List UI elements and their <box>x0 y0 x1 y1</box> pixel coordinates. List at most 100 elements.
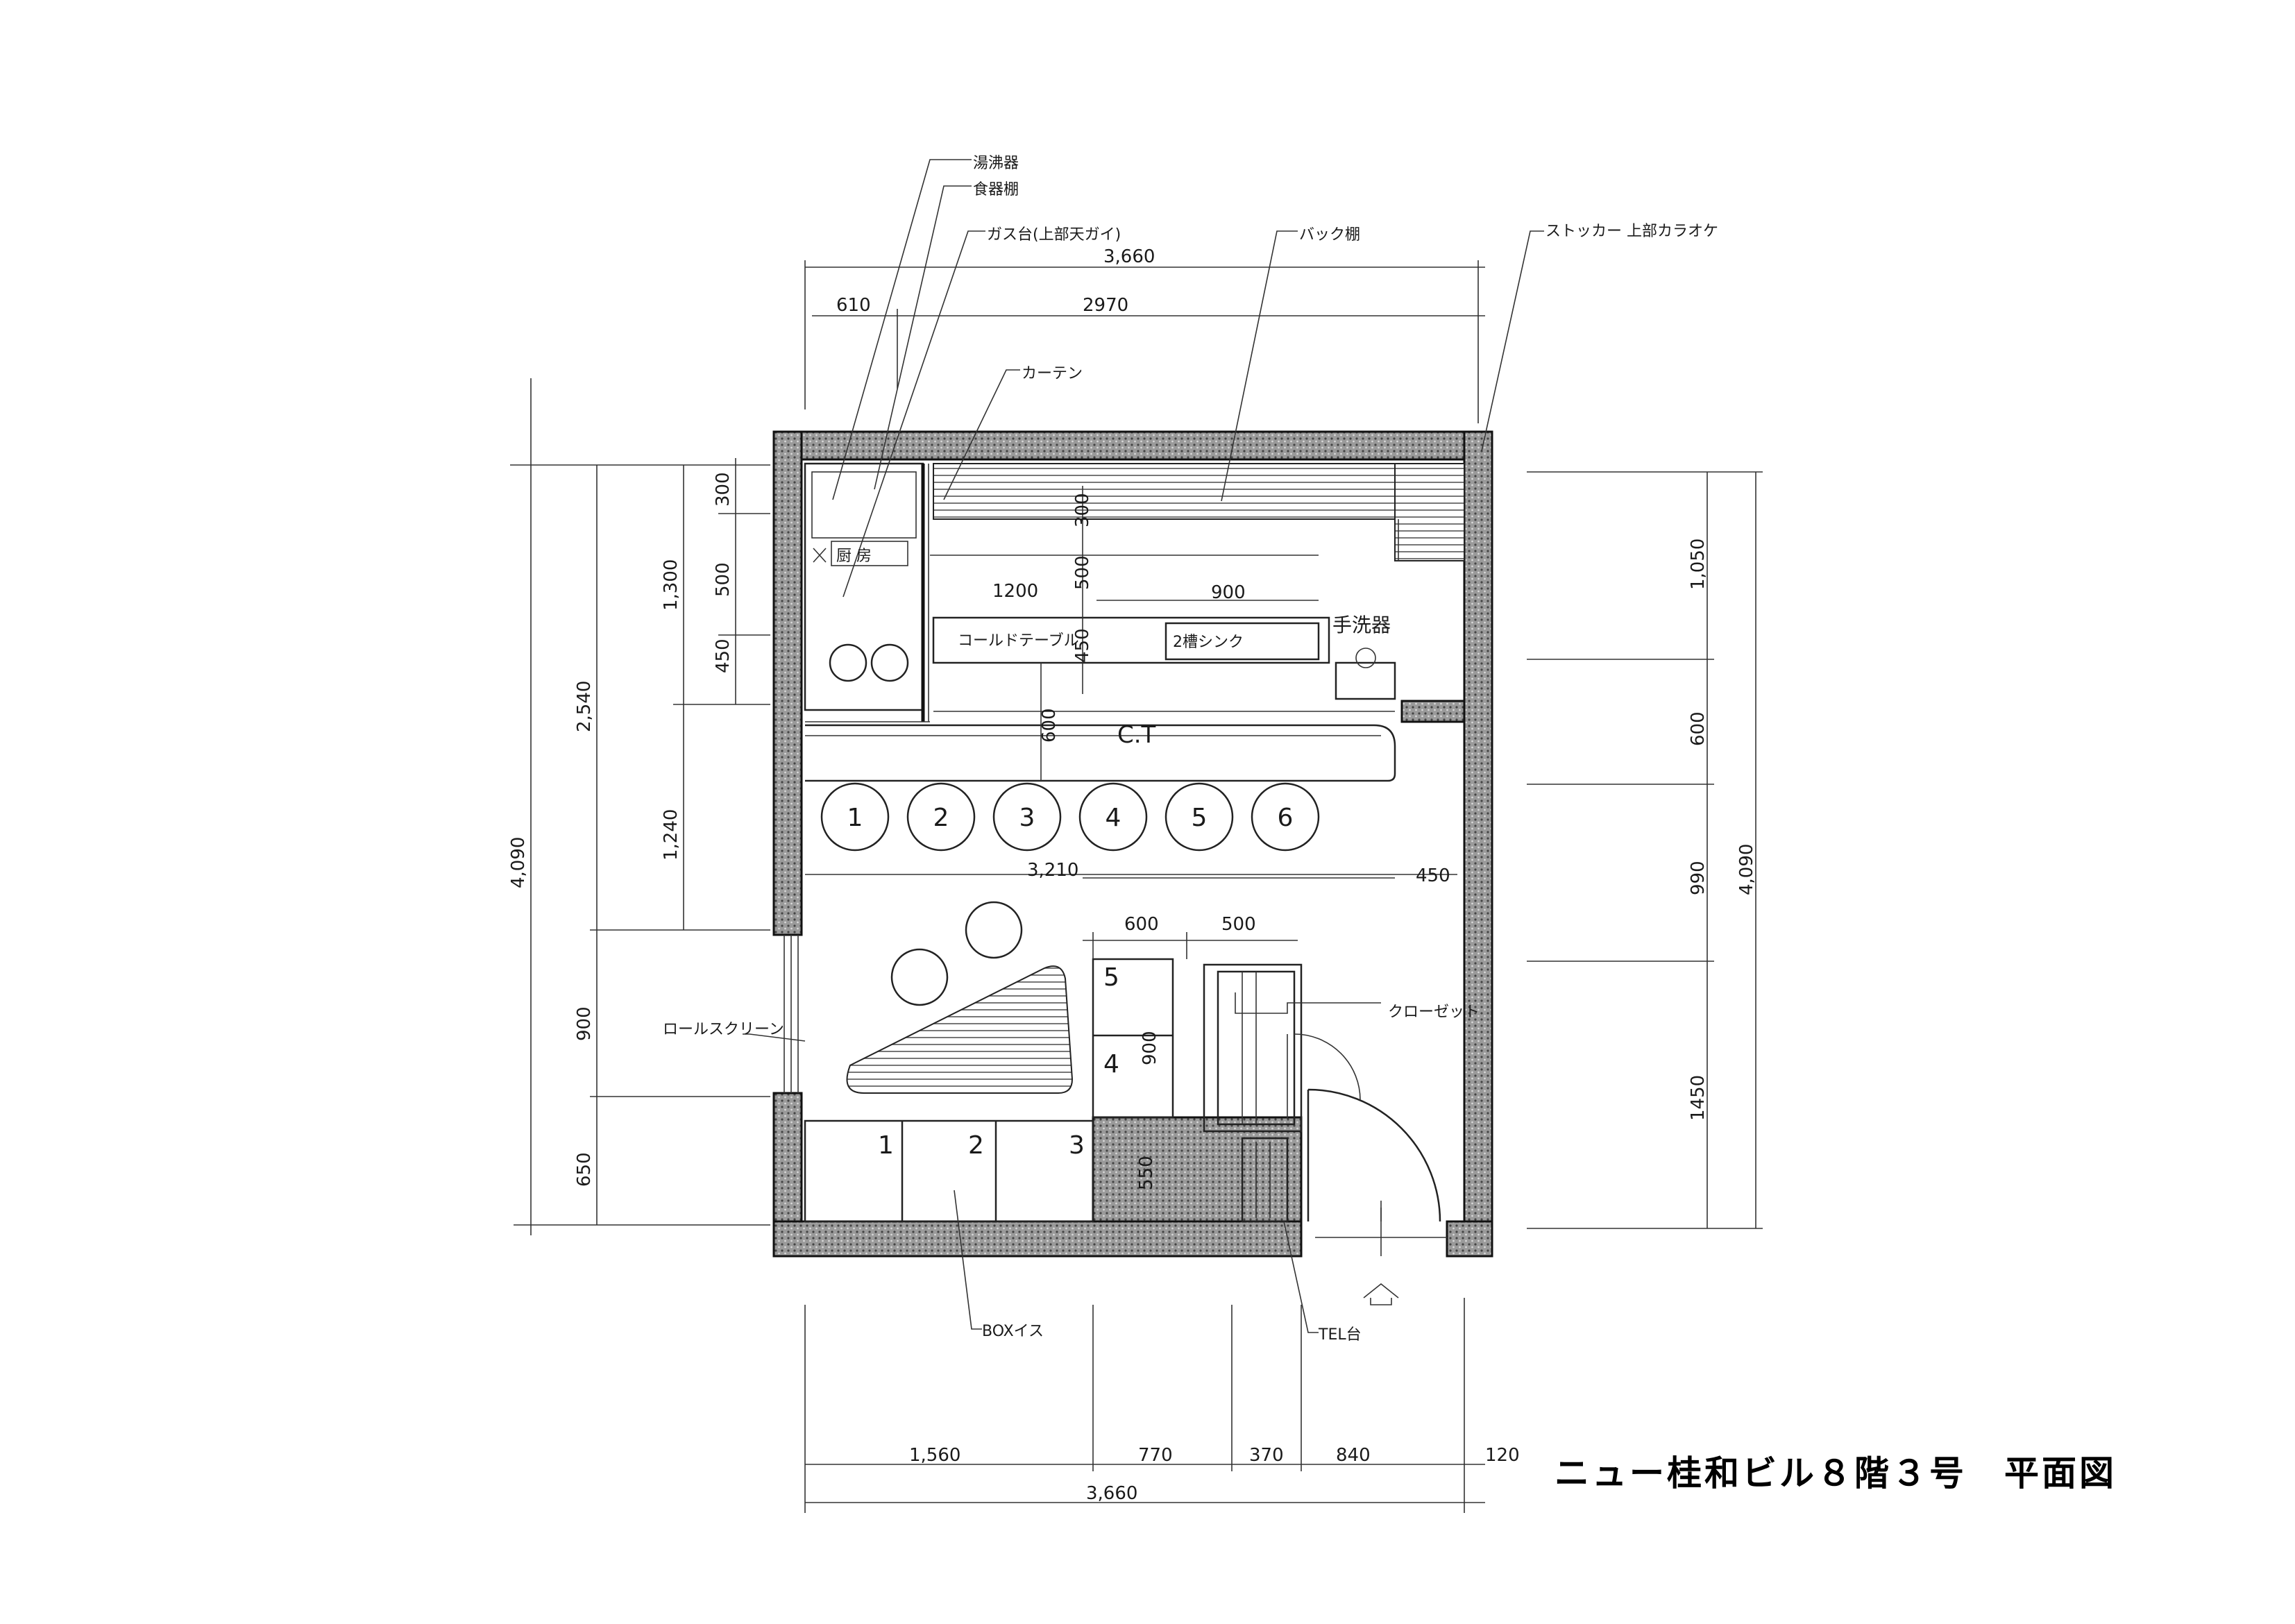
label-roll-screen: ロールスクリーン <box>663 1021 784 1038</box>
box-seat-2-number: 2 <box>968 1131 984 1160</box>
label-hand-wash: 手洗器 <box>1332 614 1391 636</box>
box-table <box>846 965 1074 1094</box>
box-seat-4-number: 4 <box>1103 1050 1119 1079</box>
label-stocker: ストッカー 上部カラオケ <box>1545 223 1718 240</box>
counter-stool-number: 1 <box>847 804 863 832</box>
counter-stool-3 <box>992 782 1062 852</box>
label-dish-shelf: 食器棚 <box>973 181 1019 198</box>
label-kitchen: 厨 房 <box>836 548 872 565</box>
label-counter: C.T <box>1117 721 1156 749</box>
dim-right-1450: 1450 <box>1688 1075 1709 1121</box>
counter-stool-number: 6 <box>1278 804 1294 832</box>
dim-right-overall: 4,090 <box>1736 844 1757 895</box>
wall-west-upper <box>772 430 803 936</box>
dim-width-3210: 3,210 <box>1027 860 1078 881</box>
plan-title: ニュー桂和ビル８階３号 平面図 <box>1555 1453 2117 1494</box>
counter-stool-5 <box>1165 782 1234 852</box>
double-sink <box>1165 622 1320 661</box>
lounge-stool-1 <box>965 901 1023 959</box>
box-seat-3-number: 3 <box>1069 1131 1085 1160</box>
dim-right-1050: 1,050 <box>1688 539 1709 590</box>
dim-bottom-370: 370 <box>1249 1445 1284 1466</box>
dim-left-450: 450 <box>713 638 734 673</box>
closet <box>1203 963 1303 1223</box>
label-double-sink: 2槽シンク <box>1173 634 1244 651</box>
dim-left-1300: 1,300 <box>661 559 681 611</box>
wall-south-right <box>1446 1220 1493 1258</box>
dim-right-990: 990 <box>1688 861 1709 895</box>
counter-stool-6 <box>1251 782 1320 852</box>
bar-back-counter <box>932 616 1396 712</box>
gas-burner-2 <box>870 643 909 682</box>
dim-box-500: 500 <box>1221 914 1256 935</box>
wall-south-left <box>772 1220 1303 1258</box>
closet-door-swing <box>1287 1033 1361 1119</box>
counter-stool-2 <box>906 782 976 852</box>
entry-arrow-icon <box>1363 1283 1399 1305</box>
dim-left-300: 300 <box>713 472 734 507</box>
dim-bottom-840: 840 <box>1336 1445 1371 1466</box>
box-seating-area <box>804 901 1298 1223</box>
dim-left-500: 500 <box>713 562 734 597</box>
box-seat-5-number: 5 <box>1103 963 1119 992</box>
walls <box>772 430 1493 1258</box>
dim-top-left: 610 <box>836 295 871 316</box>
dim-left-2540: 2,540 <box>574 681 595 732</box>
dim-width-450: 450 <box>1416 865 1450 886</box>
dim-counter-600: 600 <box>1039 708 1060 743</box>
dim-box-600: 600 <box>1124 914 1159 935</box>
dim-box-900: 900 <box>1140 1031 1160 1065</box>
box-seat-1-number: 1 <box>878 1131 894 1160</box>
label-tel-stand: TEL台 <box>1318 1326 1362 1344</box>
dim-bottom-1560: 1,560 <box>909 1445 960 1466</box>
label-closet: クローゼット <box>1388 1004 1480 1021</box>
dim-kitchen-450: 450 <box>1072 628 1093 663</box>
inner-guides <box>930 486 1395 879</box>
counter-stool-number: 3 <box>1019 804 1035 832</box>
dim-left-650: 650 <box>574 1152 595 1187</box>
dim-right-600: 600 <box>1688 711 1709 746</box>
dim-top-right: 2970 <box>1083 295 1128 316</box>
wall-pillar <box>1092 1116 1303 1223</box>
hand-wash-basin <box>1335 661 1396 700</box>
kitchen-area <box>804 462 930 722</box>
label-gas-table: ガス台(上部天ガイ) <box>987 226 1121 244</box>
dim-bottom-770: 770 <box>1138 1445 1173 1466</box>
counter-stool-4 <box>1078 782 1148 852</box>
tel-stand <box>1241 1137 1289 1223</box>
label-water-heater: 湯沸器 <box>973 155 1019 172</box>
dim-width-1200: 1200 <box>992 581 1038 602</box>
label-back-shelf: バック棚 <box>1299 226 1360 244</box>
wall-north <box>772 430 1493 461</box>
dim-kitchen-300: 300 <box>1072 493 1093 527</box>
entry-door <box>1307 1088 1441 1222</box>
gas-burner-1 <box>829 643 867 682</box>
dim-kitchen-500: 500 <box>1072 555 1093 590</box>
counter-stool-number: 4 <box>1106 804 1121 832</box>
bar-counter <box>805 724 1396 782</box>
label-box-chair: BOXイス <box>982 1323 1044 1340</box>
dim-box-550: 550 <box>1136 1156 1157 1190</box>
box-seat-bank-south <box>804 1119 1094 1223</box>
back-shelf <box>933 463 1399 520</box>
counter-stool-1 <box>820 782 890 852</box>
counter-stool-number: 2 <box>933 804 949 832</box>
dim-left-900: 900 <box>574 1006 595 1041</box>
dim-width-900: 900 <box>1211 582 1246 603</box>
window-opening <box>784 935 799 1093</box>
dim-left-1240: 1,240 <box>661 809 681 861</box>
dim-top-total: 3,660 <box>1103 246 1155 267</box>
label-curtain: カーテン <box>1022 365 1083 382</box>
stocker <box>1394 463 1465 561</box>
box-seat-bank-east <box>1092 958 1174 1119</box>
dim-bottom-120: 120 <box>1485 1445 1520 1466</box>
partition-stub <box>1400 700 1466 723</box>
label-cold-table: コールドテーブル <box>958 632 1079 650</box>
cold-table <box>932 616 1330 664</box>
lounge-stool-2 <box>890 948 949 1006</box>
dim-left-overall: 4,090 <box>508 837 529 888</box>
dimension-lines <box>510 260 1763 1513</box>
dim-bottom-total: 3,660 <box>1086 1483 1137 1504</box>
